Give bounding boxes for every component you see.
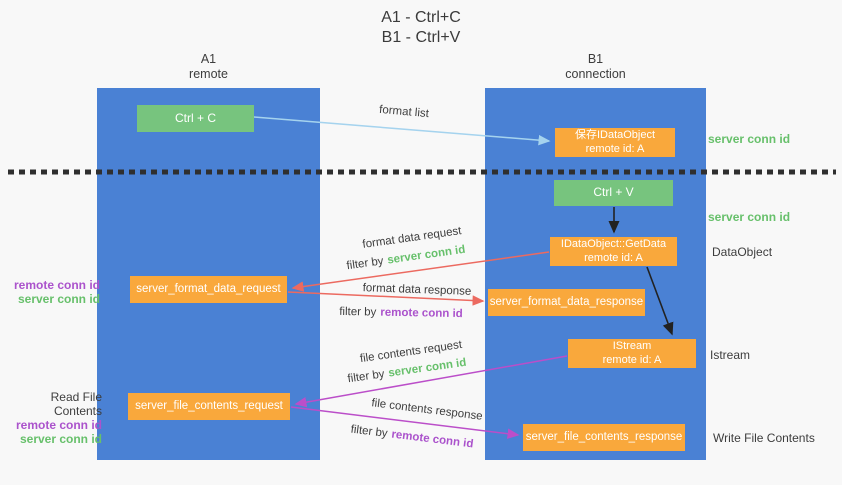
side-label-istream: Istream bbox=[710, 348, 751, 362]
node-server-format-data-response-label: server_format_data_response bbox=[489, 295, 644, 308]
node-istream: IStream remote id: A bbox=[568, 339, 696, 368]
node-server-format-data-request: server_format_data_request bbox=[130, 276, 287, 303]
title-line-2: B1 - Ctrl+V bbox=[381, 29, 461, 46]
label-format-data-response-text: format data response bbox=[362, 282, 472, 298]
lifeline-a1-role: remote bbox=[189, 67, 228, 81]
server-conn-id-text: server conn id bbox=[387, 356, 468, 380]
filter-by-text: filter by bbox=[339, 305, 377, 319]
node-ctrl-v-label: Ctrl + V bbox=[593, 185, 634, 200]
node-server-file-contents-request: server_file_contents_request bbox=[128, 393, 290, 420]
node-idataobject-getdata-line2: remote id: A bbox=[584, 251, 643, 264]
node-save-idataobject-line1: 保存IDataObject bbox=[574, 129, 656, 141]
node-save-idataobject-line2: remote id: A bbox=[585, 142, 645, 155]
label-file-contents-response: file contents response bbox=[371, 397, 484, 423]
label-file-contents-response-text: file contents response bbox=[370, 397, 484, 423]
label-filter-by-remote-conn-id-2: filter by remote conn id bbox=[350, 424, 474, 451]
node-server-file-contents-response: server_file_contents_response bbox=[523, 424, 685, 451]
node-idataobject-getdata: IDataObject::GetData remote id: A bbox=[550, 237, 677, 266]
node-ctrl-c-label: Ctrl + C bbox=[174, 110, 216, 125]
server-conn-id-text: server conn id bbox=[386, 243, 467, 267]
label-format-data-response: format data response bbox=[362, 282, 471, 298]
remote-conn-id-text: remote conn id bbox=[390, 428, 475, 451]
left-read-file-contents: Read File Contents bbox=[50, 390, 102, 418]
node-save-idataobject: 保存IDataObject remote id: A bbox=[555, 128, 675, 157]
left-remote-conn-id-1: remote conn id bbox=[13, 278, 100, 292]
side-label-server-conn-id-top: server conn id bbox=[708, 132, 791, 146]
left-annotation-format-request: remote conn id server conn id bbox=[0, 278, 100, 306]
node-istream-line1: IStream bbox=[612, 340, 652, 352]
node-istream-line2: remote id: A bbox=[602, 353, 662, 366]
side-label-write-file-contents: Write File Contents bbox=[713, 431, 815, 445]
diagram-title: A1 - Ctrl+C B1 - Ctrl+V bbox=[0, 8, 842, 48]
lifeline-b1-role: connection bbox=[565, 67, 626, 81]
node-ctrl-c: Ctrl + C bbox=[137, 105, 254, 132]
node-server-file-contents-response-label: server_file_contents_response bbox=[525, 430, 683, 443]
filter-by-text: filter by bbox=[346, 368, 386, 386]
filter-by-text: filter by bbox=[345, 255, 385, 273]
remote-conn-id-text: remote conn id bbox=[380, 306, 463, 321]
left-annotation-file-request: Read File Contents remote conn id server… bbox=[0, 390, 102, 446]
side-label-dataobject: DataObject bbox=[712, 245, 773, 259]
node-server-format-data-request-label: server_format_data_request bbox=[136, 282, 281, 295]
left-server-conn-id-2: server conn id bbox=[19, 432, 102, 446]
label-format-list: format list bbox=[379, 104, 430, 120]
lifeline-header-b1: B1 connection bbox=[485, 52, 706, 82]
left-remote-conn-id-2: remote conn id bbox=[15, 418, 102, 432]
title-line-1: A1 - Ctrl+C bbox=[381, 9, 461, 26]
filter-by-text: filter by bbox=[349, 423, 389, 440]
side-label-server-conn-id-mid: server conn id bbox=[708, 210, 791, 224]
node-server-file-contents-request-label: server_file_contents_request bbox=[135, 399, 283, 412]
lifeline-header-a1: A1 remote bbox=[97, 52, 320, 82]
label-format-list-text: format list bbox=[378, 103, 430, 121]
left-server-conn-id-1: server conn id bbox=[17, 292, 100, 306]
lifeline-a1-id: A1 bbox=[200, 52, 217, 66]
node-idataobject-getdata-line1: IDataObject::GetData bbox=[560, 238, 667, 250]
node-ctrl-v: Ctrl + V bbox=[554, 180, 673, 206]
node-server-format-data-response: server_format_data_response bbox=[488, 289, 645, 316]
lifeline-b1-id: B1 bbox=[587, 52, 604, 66]
label-filter-by-remote-conn-id-1: filter by remote conn id bbox=[339, 306, 463, 320]
